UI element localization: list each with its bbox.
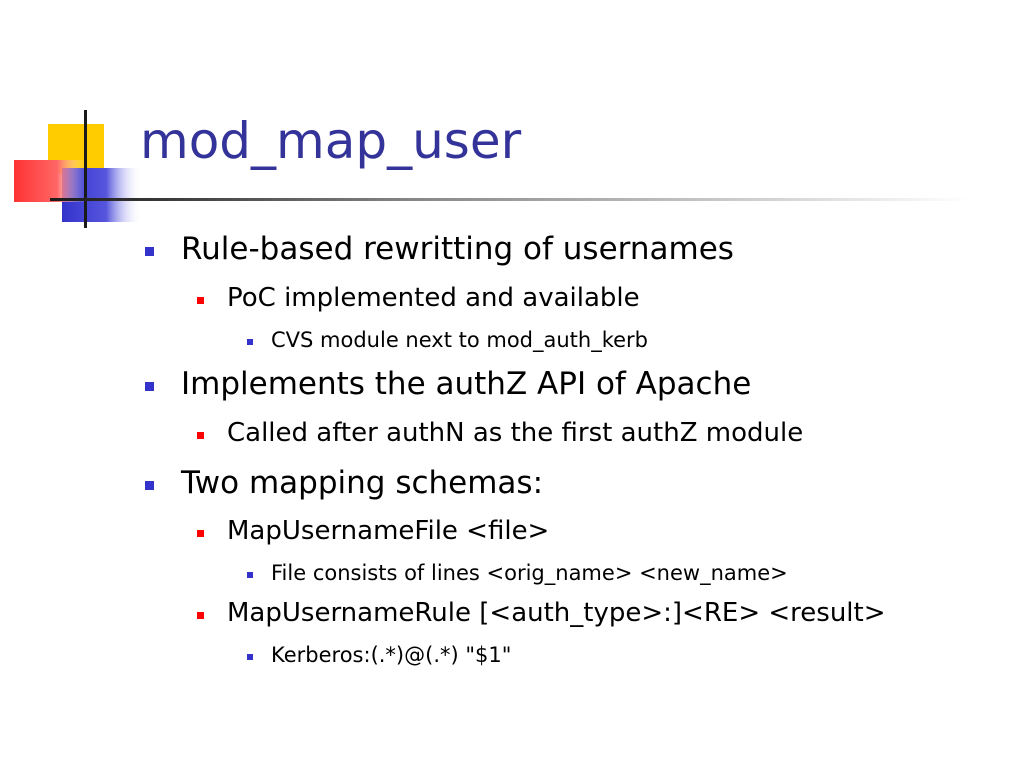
bullet-text: File consists of lines <orig_name> <new_…: [271, 561, 788, 585]
bullet-level2: PoC implemented and available: [197, 283, 640, 314]
bullet-square-icon: [145, 481, 154, 490]
bullet-level2: MapUsernameRule [<auth_type>:]<RE> <resu…: [197, 598, 886, 629]
bullet-square-icon: [145, 247, 154, 256]
bullet-text: Two mapping schemas:: [181, 465, 544, 501]
bullet-text: Implements the authZ API of Apache: [181, 366, 752, 402]
bullet-text: MapUsernameRule [<auth_type>:]<RE> <resu…: [227, 598, 886, 628]
bullet-text: MapUsernameFile <file>: [227, 516, 550, 546]
bullet-square-icon: [197, 297, 204, 304]
corner-decoration: [14, 110, 142, 228]
bullet-square-icon: [145, 382, 154, 391]
bullet-level3: CVS module next to mod_auth_kerb: [247, 328, 649, 353]
bullet-text: CVS module next to mod_auth_kerb: [271, 328, 649, 352]
bullet-square-icon: [247, 572, 253, 578]
bullet-level3: Kerberos:(.*)@(.*) "$1": [247, 643, 512, 668]
bullet-square-icon: [247, 339, 253, 345]
bullet-square-icon: [247, 654, 253, 660]
bullet-text: Called after authN as the first authZ mo…: [227, 418, 804, 448]
bullet-level2: MapUsernameFile <file>: [197, 516, 550, 547]
bullet-square-icon: [197, 612, 204, 619]
bullet-text: Kerberos:(.*)@(.*) "$1": [271, 643, 512, 667]
bullet-level1: Implements the authZ API of Apache: [145, 366, 752, 403]
bullet-text: Rule-based rewritting of usernames: [181, 231, 734, 267]
deco-red-square: [14, 160, 86, 202]
bullet-level2: Called after authN as the first authZ mo…: [197, 418, 804, 449]
bullet-square-icon: [197, 530, 204, 537]
title-underline: [50, 198, 970, 201]
deco-vertical-line: [84, 110, 87, 228]
bullet-level3: File consists of lines <orig_name> <new_…: [247, 561, 788, 586]
bullet-level1: Two mapping schemas:: [145, 465, 544, 502]
bullet-square-icon: [197, 432, 204, 439]
bullet-text: PoC implemented and available: [227, 283, 640, 313]
slide-title: mod_map_user: [140, 112, 522, 170]
bullet-level1: Rule-based rewritting of usernames: [145, 231, 734, 268]
